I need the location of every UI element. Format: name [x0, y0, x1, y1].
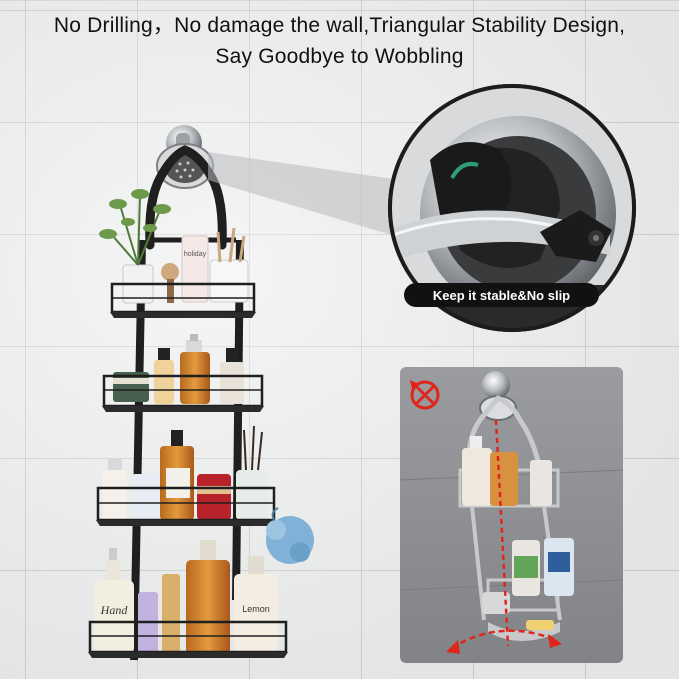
shelf-4-items: Hand Lemon: [94, 540, 278, 654]
no-rotate-icon: [410, 380, 440, 410]
headline: No Drilling，No damage the wall,Triangula…: [0, 10, 679, 72]
shelf-3-items: [103, 425, 268, 520]
tube-label: holiday: [184, 251, 207, 258]
swing-arrow-icon: [451, 629, 557, 650]
lemon-label: Lemon: [242, 604, 270, 614]
hanger-loop: [145, 145, 227, 250]
magnify-beam: [208, 152, 400, 236]
headline-line-1: No Drilling，No damage the wall,Triangula…: [53, 14, 626, 37]
stable-badge: Keep it stable&No slip: [404, 283, 599, 307]
headline-line-2: Say Goodbye to Wobbling: [215, 45, 464, 68]
stabilizer-knob: [540, 210, 612, 262]
shelf-3: [96, 486, 276, 526]
shelf-2: [102, 374, 264, 412]
shelf-4: [88, 620, 288, 658]
shelf-2-items: [113, 334, 244, 404]
hand-label: Hand: [100, 603, 129, 617]
shower-rack: holiday: [88, 125, 314, 661]
center-line: [494, 419, 510, 647]
bath-sponge: [266, 507, 314, 564]
left-rail: [130, 239, 146, 661]
inset-photo: [400, 367, 623, 663]
shelf-1: [110, 282, 256, 318]
shelf-1-items: holiday: [99, 189, 249, 304]
